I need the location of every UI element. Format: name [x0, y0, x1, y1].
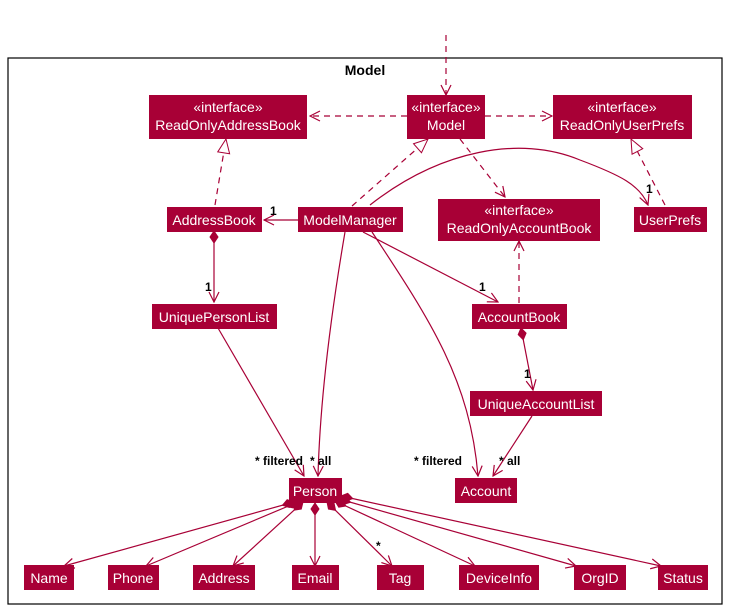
class-name: DeviceInfo	[466, 570, 532, 586]
multiplicity-label: 1	[524, 367, 531, 381]
class-name: Status	[663, 570, 703, 586]
account-book-composes-unique-account-list	[521, 328, 533, 390]
model-manager-class: ModelManager	[298, 207, 403, 232]
unique-person-list-class: UniquePersonList	[152, 304, 277, 329]
package-title: Model	[345, 62, 385, 78]
model-manager-to-user-prefs	[369, 147, 648, 205]
address-book-realizes-readonly-address-book	[214, 139, 226, 206]
class-name: ReadOnlyAddressBook	[155, 117, 302, 133]
user-prefs-realizes-readonly-user-prefs	[631, 139, 666, 206]
class-name: UniqueAccountList	[478, 396, 595, 412]
model-manager-realizes-model	[351, 139, 428, 207]
device-info-class: DeviceInfo	[459, 565, 539, 590]
readonly-account-book-interface: «interface» ReadOnlyAccountBook	[438, 199, 600, 241]
class-name: OrgID	[581, 570, 618, 586]
address-class: Address	[193, 565, 255, 590]
unique-account-list-class: UniqueAccountList	[470, 391, 602, 416]
readonly-user-prefs-interface: «interface» ReadOnlyUserPrefs	[553, 95, 692, 139]
multiplicity-label: * all	[499, 454, 520, 468]
person-to-address	[233, 502, 303, 566]
account-class: Account	[455, 478, 517, 503]
name-class: Name	[24, 565, 74, 590]
model-manager-to-account-book	[362, 231, 498, 302]
tag-class: Tag	[377, 565, 424, 590]
class-name: Email	[297, 570, 332, 586]
person-class: Person	[289, 478, 342, 503]
multiplicity-label: 1	[479, 280, 486, 294]
address-book-class: AddressBook	[167, 207, 262, 232]
email-class: Email	[292, 565, 339, 590]
multiplicity-label: * filtered	[414, 454, 462, 468]
class-name: UniquePersonList	[159, 309, 270, 325]
class-name: Name	[30, 570, 68, 586]
class-name: Person	[293, 483, 337, 499]
readonly-address-book-interface: «interface» ReadOnlyAddressBook	[149, 95, 307, 139]
class-name: ReadOnlyUserPrefs	[560, 117, 685, 133]
class-name: Phone	[113, 570, 154, 586]
class-name: ModelManager	[303, 212, 397, 228]
model-interface: «interface» Model	[407, 95, 485, 139]
multiplicity-label: 1	[270, 204, 277, 218]
multiplicity-label: * filtered	[255, 454, 303, 468]
org-id-class: OrgID	[574, 565, 626, 590]
class-name: UserPrefs	[639, 212, 701, 228]
user-prefs-class: UserPrefs	[634, 207, 707, 232]
stereotype-label: «interface»	[484, 202, 553, 218]
class-name: Model	[427, 117, 465, 133]
class-name: AccountBook	[478, 309, 561, 325]
person-to-phone	[146, 502, 298, 566]
class-name: Address	[198, 570, 249, 586]
unique-account-list-to-account	[493, 415, 533, 476]
person-to-status	[341, 496, 661, 566]
person-to-name	[64, 502, 294, 566]
class-name: AddressBook	[172, 212, 256, 228]
stereotype-label: «interface»	[411, 99, 480, 115]
model-to-readonly-account-book-dependency	[459, 138, 505, 197]
unique-person-list-to-person	[217, 327, 304, 476]
class-name: ReadOnlyAccountBook	[447, 220, 593, 236]
person-to-org-id	[339, 499, 576, 566]
phone-class: Phone	[108, 565, 159, 590]
model-manager-to-person	[318, 231, 346, 476]
stereotype-label: «interface»	[193, 99, 262, 115]
multiplicity-label: 1	[205, 280, 212, 294]
multiplicity-label: * all	[310, 454, 331, 468]
model-manager-to-account	[371, 231, 478, 476]
account-book-class: AccountBook	[472, 304, 567, 329]
multiplicity-label: 1	[646, 182, 653, 196]
status-class: Status	[658, 565, 708, 590]
multiplicity-label: *	[376, 539, 381, 553]
package-frame	[7, 57, 723, 605]
person-to-device-info	[335, 501, 475, 566]
class-name: Tag	[389, 570, 412, 586]
stereotype-label: «interface»	[587, 99, 656, 115]
class-name: Account	[461, 483, 512, 499]
